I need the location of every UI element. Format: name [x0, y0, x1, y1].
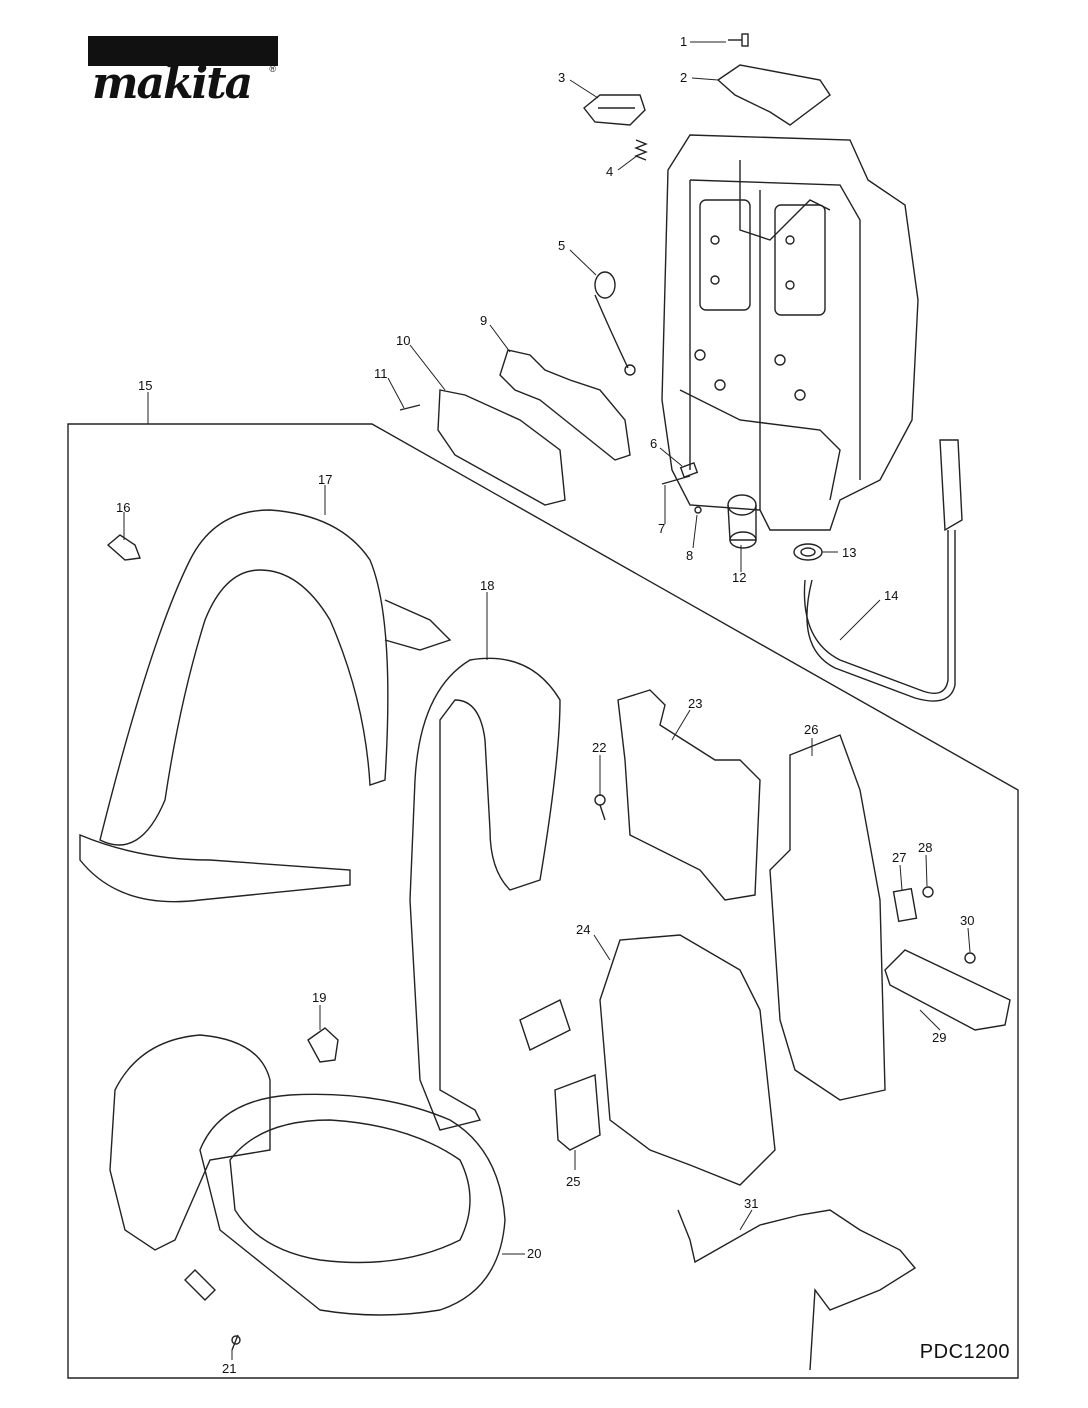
part-24-frame — [599, 934, 776, 1186]
part-21-screw — [231, 1334, 241, 1351]
part-7-screw — [661, 475, 691, 485]
part-16-clip — [106, 534, 141, 561]
part-9-gasket — [499, 349, 631, 461]
callout-1: 1 — [680, 34, 687, 49]
callout-2: 2 — [680, 70, 687, 85]
part-8-screw — [694, 506, 702, 514]
callout-6: 6 — [650, 436, 657, 451]
callout-21: 21 — [222, 1361, 236, 1376]
logo-wordmark: makita — [92, 58, 253, 109]
callout-13: 13 — [842, 545, 856, 560]
part-2-plate — [716, 64, 831, 126]
callout-23: 23 — [688, 696, 702, 711]
model-number: PDC1200 — [919, 1341, 1010, 1363]
part-25-clip — [554, 1074, 601, 1151]
part-27-bracket — [892, 887, 918, 923]
callout-10: 10 — [396, 333, 410, 348]
callout-18: 18 — [480, 578, 494, 593]
callout-17: 17 — [318, 472, 332, 487]
part-5-cap — [594, 271, 636, 376]
callout-5: 5 — [558, 238, 565, 253]
makita-logo: makita ® — [88, 36, 278, 106]
part-29-slider — [884, 949, 1011, 1031]
callout-14: 14 — [884, 588, 898, 603]
part-3-latch — [583, 94, 646, 126]
registered-mark: ® — [269, 64, 276, 74]
logo-black-band — [88, 36, 278, 66]
callout-20: 20 — [527, 1246, 541, 1261]
callout-16: 16 — [116, 500, 130, 515]
callout-4: 4 — [606, 164, 613, 179]
part-14-cable — [803, 439, 963, 702]
kit-boundary-15 — [67, 423, 1019, 1379]
callout-7: 7 — [658, 521, 665, 536]
callout-12: 12 — [732, 570, 746, 585]
part-31-wire-stand — [677, 1209, 917, 1371]
callout-28: 28 — [918, 840, 932, 855]
callout-8: 8 — [686, 548, 693, 563]
part-13-grommet — [793, 543, 823, 561]
part-20-hip-belt — [109, 1034, 506, 1316]
callout-9: 9 — [480, 313, 487, 328]
part-22-screw — [594, 794, 606, 821]
part-19-clip — [307, 1027, 339, 1063]
part-10-cover — [437, 389, 566, 506]
callout-29: 30 — [960, 913, 974, 928]
callout-31: 31 — [744, 1196, 758, 1211]
callout-27: 27 — [892, 850, 906, 865]
callout-11: 11 — [374, 366, 388, 381]
part-1-screw — [728, 33, 749, 47]
part-6-clip — [679, 462, 699, 478]
callout-24: 24 — [576, 922, 590, 937]
part-12-ferrite — [727, 494, 757, 549]
callout-25: 25 — [566, 1174, 580, 1189]
callout-22: 22 — [592, 740, 606, 755]
part-18-shoulder-strap — [409, 657, 571, 1131]
callout-30: 29 — [932, 1030, 946, 1045]
part-4-spring — [634, 139, 648, 161]
part-23-backplate — [617, 689, 761, 901]
part-11-screw — [399, 404, 421, 411]
callout-3: 3 — [558, 70, 565, 85]
callout-15: 15 — [138, 378, 152, 393]
callout-19: 19 — [312, 990, 326, 1005]
part-17-shoulder-strap — [79, 509, 452, 903]
part-30-screw — [964, 952, 976, 964]
part-26-rail — [769, 734, 886, 1101]
battery-housing — [661, 134, 919, 531]
part-28-screw — [922, 886, 934, 898]
callout-26: 26 — [804, 722, 818, 737]
